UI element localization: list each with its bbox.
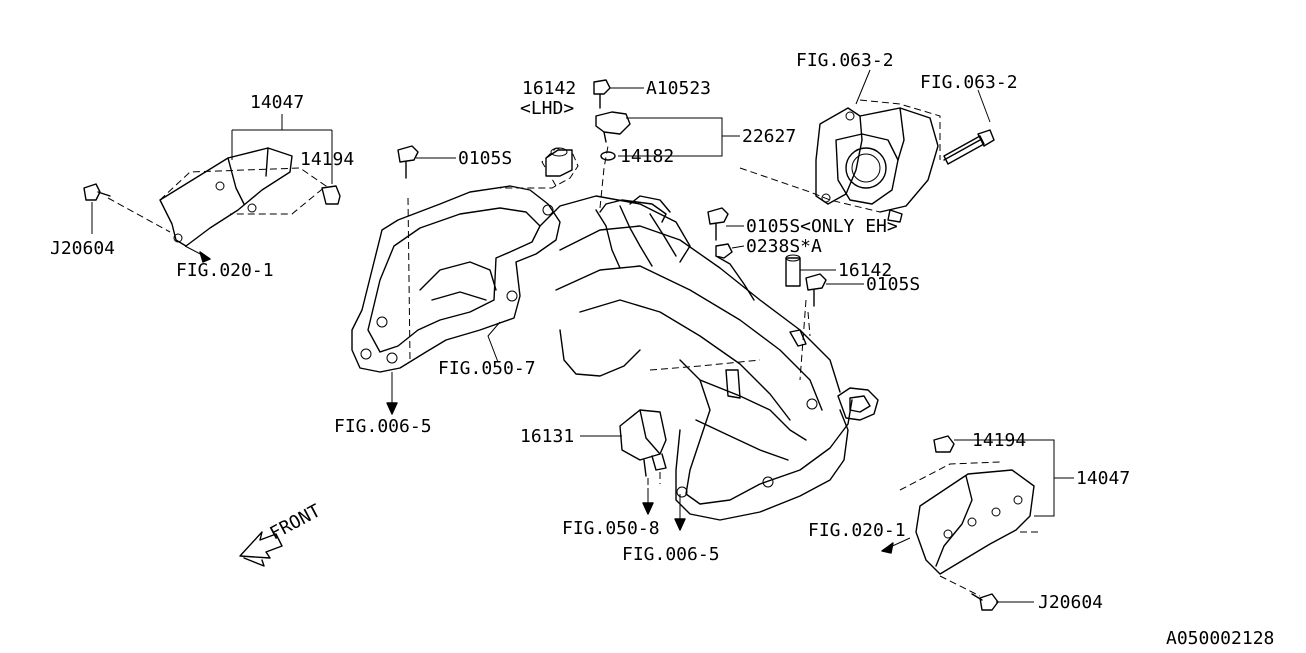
label-front: FRONT [266, 500, 324, 544]
pressure-sensor-22627 [595, 111, 631, 143]
bolt-0105s-right [805, 273, 827, 307]
engine-cover-right [899, 461, 1040, 597]
nut-0238s [715, 243, 733, 259]
pipe-16142-mid [785, 254, 801, 287]
clip-14194-bottom [933, 435, 955, 453]
label-fig020-1-bottom: FIG.020-1 [808, 520, 906, 541]
solenoid-16131 [619, 409, 667, 477]
label-0105s-only-eh: 0105S<ONLY EH> [746, 216, 898, 237]
label-fig063-2-a: FIG.063-2 [796, 50, 894, 71]
label-a10523: A10523 [646, 78, 711, 99]
label-0105s-right: 0105S [866, 274, 920, 295]
label-14182: 14182 [620, 146, 674, 167]
o-ring-14182 [600, 151, 616, 161]
label-fig020-1-top: FIG.020-1 [176, 260, 274, 281]
label-j20604-bottom: J20604 [1038, 592, 1103, 613]
label-16131: 16131 [520, 426, 574, 447]
label-14047-top: 14047 [250, 92, 304, 113]
label-14047-bottom: 14047 [1076, 468, 1130, 489]
throttle-body [815, 99, 941, 223]
clip-14194-top [321, 185, 341, 205]
label-lhd: <LHD> [520, 98, 574, 119]
intake-manifold [351, 185, 879, 521]
label-14194-bottom: 14194 [972, 430, 1026, 451]
bolt-j20604-bottom [971, 593, 999, 611]
front-direction-arrow [239, 531, 283, 567]
bolt-j20604-top [83, 183, 111, 201]
label-14194-top: 14194 [300, 149, 354, 170]
diagram-code: A050002128 [1166, 628, 1274, 649]
bolt-throttle [943, 129, 995, 165]
label-0105s-left: 0105S [458, 148, 512, 169]
bolt-0105s-only-eh [707, 207, 729, 241]
label-fig063-2-b: FIG.063-2 [920, 72, 1018, 93]
label-fig050-8: FIG.050-8 [562, 518, 660, 539]
label-fig006-5-bottom: FIG.006-5 [622, 544, 720, 565]
label-j20604-top: J20604 [50, 238, 115, 259]
pipe-16142-top [545, 147, 573, 177]
label-16142-top: 16142 [522, 78, 576, 99]
bolt-0105s-left [397, 145, 419, 179]
label-0238s: 0238S*A [746, 236, 822, 257]
label-fig006-5-left: FIG.006-5 [334, 416, 432, 437]
engine-cover-left [107, 147, 327, 247]
label-16142-mid: 16142 [838, 260, 892, 281]
label-22627: 22627 [742, 126, 796, 147]
label-fig050-7: FIG.050-7 [438, 358, 536, 379]
bolt-a10523 [593, 79, 611, 109]
